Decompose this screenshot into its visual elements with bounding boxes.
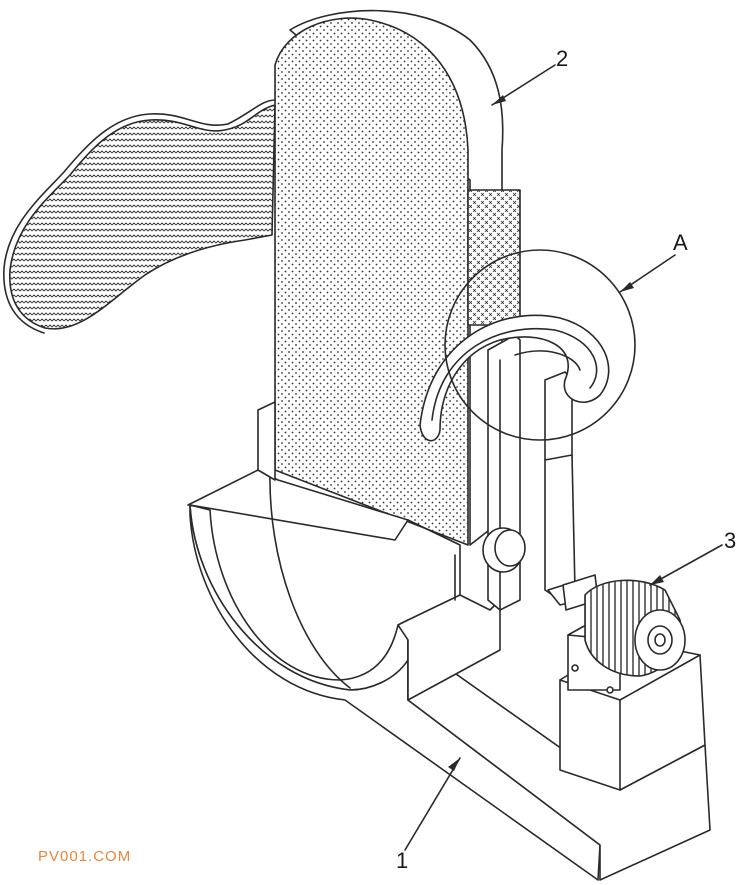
motor-part-3 <box>567 579 686 694</box>
label-part-2: 2 <box>556 46 568 71</box>
label-detail-a: A <box>673 230 688 255</box>
adjust-knob <box>482 527 526 573</box>
label-part-3: 3 <box>724 528 736 553</box>
push-rod <box>544 371 599 611</box>
detail-circle-a <box>444 249 636 441</box>
leader-lines <box>404 64 723 851</box>
watermark: PV001.COM <box>38 848 132 865</box>
label-part-1: 1 <box>396 848 408 873</box>
curved-clamp <box>419 314 610 442</box>
board-part-2 <box>274 9 521 546</box>
foot-insole <box>3 99 276 334</box>
